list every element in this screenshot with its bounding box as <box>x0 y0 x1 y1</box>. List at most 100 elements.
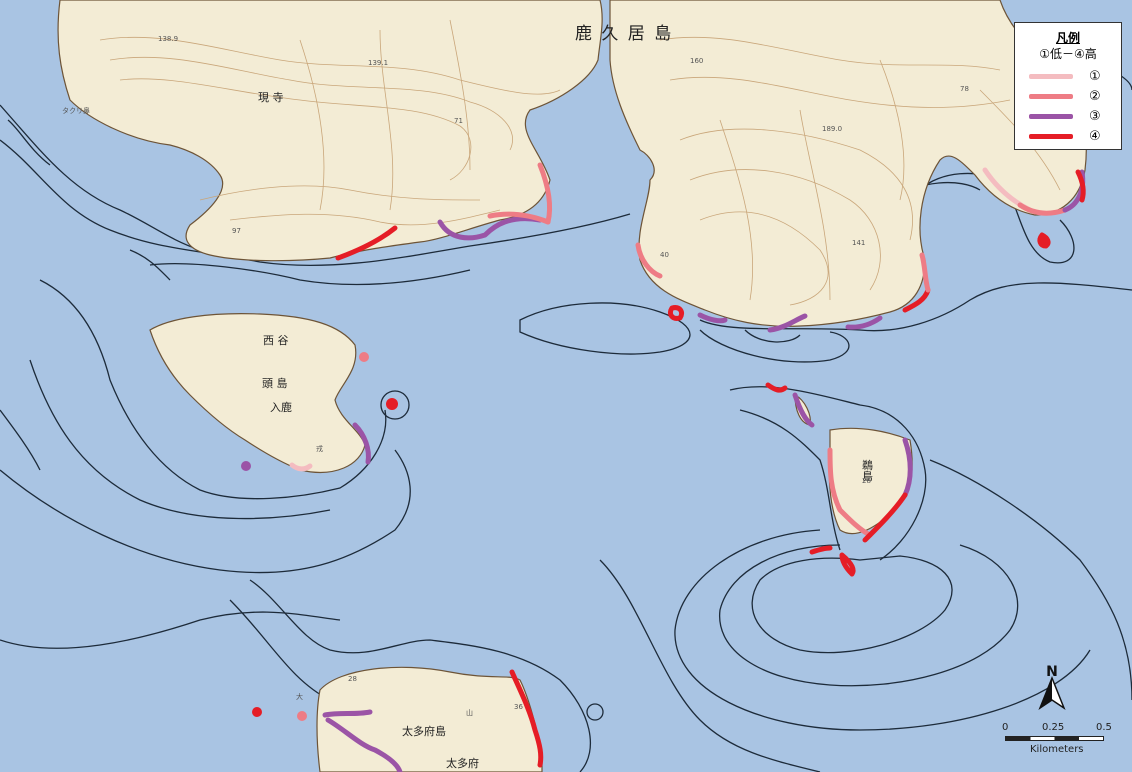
legend-item-3: ③ <box>1029 109 1113 125</box>
risk-segment-level3 <box>845 315 883 330</box>
risk-segment-level3 <box>322 709 373 718</box>
spot-height: 141 <box>852 239 866 247</box>
bathy-contour <box>719 544 1019 687</box>
scale-unit: Kilometers <box>1030 744 1084 755</box>
bathy-contour <box>919 172 1075 264</box>
spot-height: 78 <box>960 85 969 93</box>
land-areas <box>57 0 1087 772</box>
bathy-contour <box>0 409 41 471</box>
bathy-contour <box>674 529 1091 731</box>
north-arrow-icon: N <box>1038 664 1066 710</box>
risk-segment-level4 <box>765 382 788 393</box>
north-arrow: N <box>1034 662 1070 712</box>
topo-contours <box>99 19 1061 306</box>
spot-height: 28 <box>348 675 357 683</box>
risk-segment-level4 <box>509 669 544 768</box>
bathy-contour <box>519 302 691 355</box>
ota-island-label: 太多府島 <box>402 725 446 738</box>
legend-swatch <box>1029 74 1073 79</box>
risk-segment-level4 <box>1075 169 1086 203</box>
risk-segment-level4 <box>902 287 931 313</box>
risk-segments <box>289 162 1086 772</box>
risk-segment-level3 <box>902 437 913 498</box>
legend-label: ④ <box>1089 129 1101 144</box>
bathy-contour <box>599 559 821 772</box>
legend-label: ③ <box>1089 109 1101 124</box>
risk-segment-level1 <box>289 462 313 472</box>
risk-segment-level2 <box>537 162 553 225</box>
takuri-label: タクリ鼻 <box>62 107 90 115</box>
scale-bar-graphic <box>1005 736 1104 741</box>
legend-swatch <box>1029 114 1073 119</box>
spot-height: 189.0 <box>822 125 843 133</box>
risk-point-level3 <box>241 461 251 471</box>
bathy-contour <box>129 249 171 281</box>
risk-segment-level3 <box>325 717 403 772</box>
scale-tick-2: 0.5 <box>1096 722 1112 733</box>
risk-points <box>241 352 398 721</box>
risk-point-level2 <box>359 352 369 362</box>
legend-item-2: ② <box>1029 89 1113 105</box>
spot-height: 71 <box>454 117 463 125</box>
risk-point-level4 <box>252 707 262 717</box>
bathy-contour <box>29 359 331 520</box>
ota-bottom-label: 太多府 <box>446 757 479 770</box>
bathy-contour <box>739 409 841 551</box>
map-legend: 凡例 ①低－④高 ① ② ③ ④ <box>1014 22 1122 150</box>
bathy-contour <box>380 390 410 420</box>
dai-label: 大 <box>296 693 303 701</box>
risk-segment-level4 <box>667 305 685 321</box>
risk-point-level2 <box>297 711 307 721</box>
risk-segment-level3 <box>352 422 371 465</box>
scale-tick-1: 0.25 <box>1042 722 1065 733</box>
risk-segment-level4 <box>862 492 908 543</box>
spot-height: 138.9 <box>158 35 179 43</box>
main-island-west <box>57 0 603 262</box>
risk-segment-level2 <box>635 242 663 279</box>
bathy-contour <box>744 329 801 343</box>
legend-item-1: ① <box>1029 69 1113 85</box>
ota-island <box>316 666 543 772</box>
spot-height: 139.1 <box>368 59 389 67</box>
legend-item-4: ④ <box>1029 129 1113 145</box>
bathy-contour <box>7 119 51 166</box>
bathy-contour <box>149 263 471 286</box>
kamome-island-label: 鵜 島 <box>862 459 873 483</box>
risk-segment-level2 <box>919 252 931 293</box>
spot-height: 160 <box>690 57 704 65</box>
bathy-contour <box>699 282 1132 332</box>
risk-point-level4 <box>386 398 398 410</box>
bathy-contour <box>39 279 387 500</box>
main-island-label: 鹿 久 居 島 <box>575 24 674 44</box>
bathy-contour <box>699 329 850 363</box>
bathy-contour <box>0 139 631 267</box>
legend-label: ② <box>1089 89 1101 104</box>
risk-segment-level3 <box>792 392 815 428</box>
risk-segment-level4 <box>839 552 856 577</box>
bathy-contour <box>586 703 604 721</box>
bathy-contour <box>729 386 927 561</box>
bathy-contour <box>229 599 331 701</box>
main-island-east <box>609 0 1087 327</box>
risk-segment-level4 <box>335 225 398 261</box>
risk-segment-level2 <box>487 211 551 225</box>
legend-label: ① <box>1089 69 1101 84</box>
scale-tick-0: 0 <box>1002 722 1009 733</box>
bathy-contour <box>929 459 1132 701</box>
bathy-contour <box>0 611 341 649</box>
risk-segment-level2 <box>1017 202 1068 216</box>
bathy-contour <box>0 449 411 574</box>
bathy-contour <box>249 579 592 772</box>
spot-height: 28 <box>862 477 871 485</box>
yama-label: 山 <box>466 709 473 717</box>
nishidani-label: 西 谷 <box>263 334 289 347</box>
north-letter: N <box>1046 664 1058 680</box>
genji-label: 現 寺 <box>258 91 284 104</box>
iriga-label: 入鹿 <box>270 401 292 414</box>
risk-segment-level4 <box>809 545 833 555</box>
legend-swatch <box>1029 94 1073 99</box>
ebisu-label: 戎 <box>316 445 323 453</box>
spot-height: 97 <box>232 227 241 235</box>
